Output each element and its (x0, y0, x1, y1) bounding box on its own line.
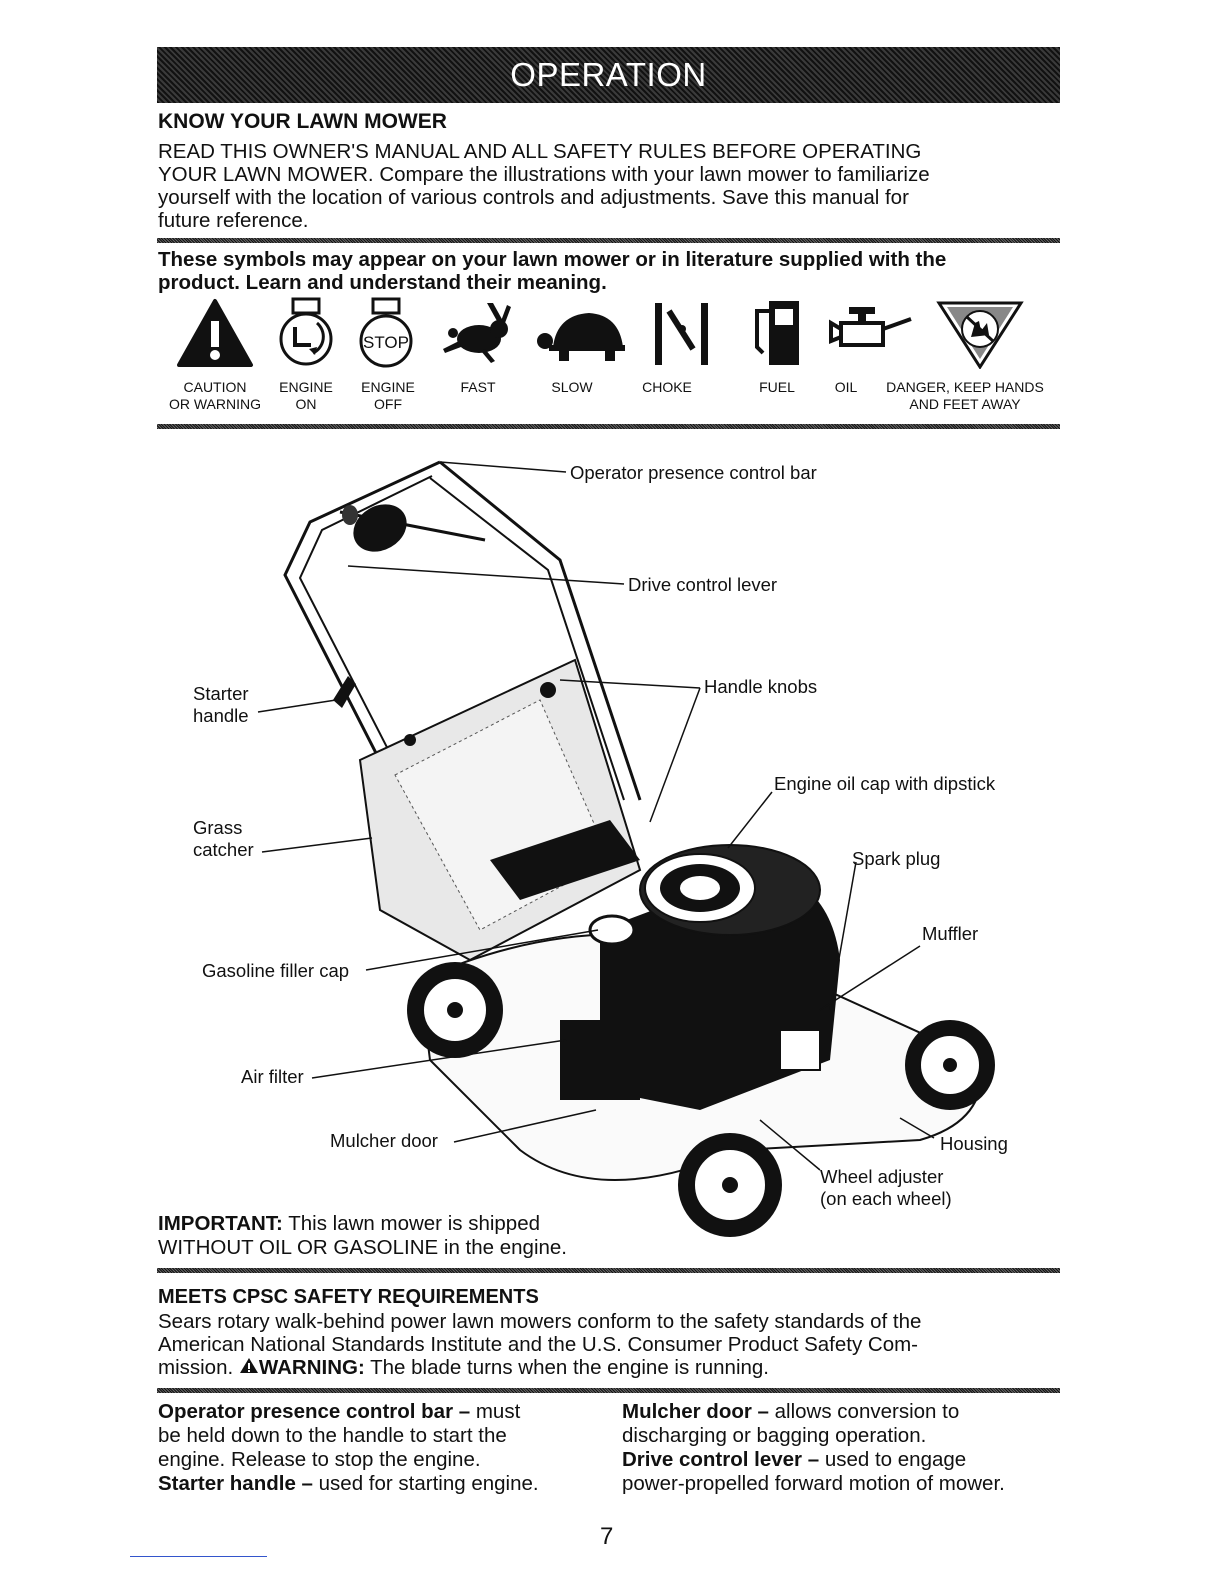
symbol-label-oil: OIL (834, 379, 858, 395)
symbol-label-line: ENGINE (279, 379, 333, 395)
definitions-left: Operator presence control bar – must be … (158, 1400, 608, 1496)
symbol-label-choke: CHOKE (642, 379, 692, 395)
important-text: This lawn mower is shipped (282, 1212, 541, 1235)
keep-hands-away-icon (936, 301, 1024, 369)
warning-triangle-icon (239, 1358, 258, 1373)
callout-mulcher-door: Mulcher door (330, 1130, 438, 1151)
definition-text: discharging or bagging operation. (622, 1424, 927, 1447)
callout-muffler: Muffler (922, 923, 979, 944)
definition-text: engine. Release to stop the engine. (158, 1448, 481, 1471)
symbol-label-line: OFF (374, 396, 402, 412)
know-paragraph: READ THIS OWNER'S MANUAL AND ALL SAFETY … (158, 140, 1058, 232)
important-label: IMPORTANT: (158, 1212, 283, 1235)
know-line: future reference. (158, 209, 309, 232)
turtle-icon (537, 313, 625, 361)
oil-can-icon (829, 307, 912, 347)
rabbit-icon (443, 303, 511, 363)
symbol-label-fuel: FUEL (759, 379, 795, 395)
divider (157, 1268, 1060, 1273)
divider (157, 238, 1060, 243)
symbol-label-line: CAUTION (183, 379, 247, 395)
symbol-label-line: AND FEET AWAY (909, 396, 1021, 412)
stop-text: STOP (363, 333, 409, 352)
definition-term: Operator presence control bar – (158, 1400, 471, 1423)
callout-air-filter: Air filter (241, 1066, 304, 1087)
symbols-intro: These symbols may appear on your lawn mo… (158, 248, 1058, 294)
symbol-label-keep-hands-away: DANGER, KEEP HANDS AND FEET AWAY (869, 379, 1061, 413)
footer-line (130, 1556, 267, 1557)
lawn-mower-illustration (257, 460, 995, 1237)
cpsc-heading: MEETS CPSC SAFETY REQUIREMENTS (158, 1286, 539, 1308)
symbol-label-engine-off: ENGINE OFF (351, 379, 425, 413)
symbols-intro-line: These symbols may appear on your lawn mo… (158, 248, 947, 271)
section-banner: OPERATION (157, 47, 1060, 103)
divider (157, 1388, 1060, 1393)
definition-text: used to engage (819, 1448, 967, 1471)
callout-line: (on each wheel) (820, 1188, 952, 1209)
page-number: 7 (600, 1523, 614, 1550)
callout-housing: Housing (940, 1133, 1008, 1154)
cpsc-line: Sears rotary walk-behind power lawn mowe… (158, 1310, 922, 1333)
important-text-line2: WITHOUT OIL OR GASOLINE in the engine. (158, 1236, 567, 1259)
know-line: yourself with the location of various co… (158, 186, 909, 209)
know-heading: KNOW YOUR LAWN MOWER (158, 110, 447, 133)
symbol-label-line: DANGER, KEEP HANDS (886, 379, 1044, 395)
callout-spark-plug: Spark plug (852, 848, 941, 869)
important-note: IMPORTANT: This lawn mower is shipped WI… (158, 1212, 567, 1260)
cpsc-line: American National Standards Institute an… (158, 1333, 919, 1356)
fuel-pump-icon (755, 301, 799, 365)
divider (157, 424, 1060, 429)
callout-line: handle (193, 705, 249, 726)
cpsc-text: mission. (158, 1356, 239, 1379)
symbol-label-engine-on: ENGINE ON (269, 379, 343, 413)
cpsc-text: The blade turns when the engine is runni… (364, 1356, 770, 1379)
cpsc-paragraph: Sears rotary walk-behind power lawn mowe… (158, 1310, 1058, 1379)
callout-wheel-adjuster: Wheel adjuster (on each wheel) (820, 1166, 952, 1210)
callout-line: Starter (193, 683, 249, 704)
know-line: READ THIS OWNER'S MANUAL AND ALL SAFETY … (158, 140, 922, 163)
callout-gas-cap: Gasoline filler cap (202, 960, 350, 981)
definition-text: allows conversion to (768, 1400, 960, 1423)
symbol-label-caution: CAUTION OR WARNING (155, 379, 275, 413)
definition-term: Drive control lever – (622, 1448, 820, 1471)
callout-operator-bar: Operator presence control bar (570, 462, 817, 483)
know-line: YOUR LAWN MOWER. Compare the illustratio… (158, 163, 930, 186)
callout-oil-cap: Engine oil cap with dipstick (774, 773, 996, 794)
callout-handle-knobs: Handle knobs (704, 676, 818, 697)
definition-term: Starter handle – (158, 1472, 313, 1495)
caution-triangle-icon (177, 299, 253, 367)
callout-drive-lever: Drive control lever (628, 574, 778, 595)
engine-off-icon: STOP (359, 297, 413, 368)
choke-icon (655, 303, 708, 365)
warning-label: WARNING: (258, 1356, 365, 1379)
section-title: OPERATION (510, 56, 707, 93)
symbol-label-line: ON (295, 396, 317, 412)
definitions-right: Mulcher door – allows conversion to disc… (622, 1400, 1062, 1496)
symbols-row: STOP CAU (157, 297, 1060, 412)
symbol-label-slow: SLOW (551, 379, 593, 395)
callout-starter-handle: Starter handle (193, 683, 249, 727)
symbol-label-line: OR WARNING (168, 396, 262, 412)
definition-term: Mulcher door – (622, 1400, 769, 1423)
callout-grass-catcher: Grass catcher (193, 817, 254, 861)
engine-on-icon (279, 297, 333, 366)
symbols-intro-line: product. Learn and understand their mean… (158, 271, 607, 294)
callout-line: catcher (193, 839, 254, 860)
callout-line: Grass (193, 817, 243, 838)
callout-line: Wheel adjuster (820, 1166, 944, 1187)
definition-text: be held down to the handle to start the (158, 1424, 507, 1447)
definition-text: used for starting engine. (312, 1472, 539, 1495)
definition-text: must (470, 1400, 521, 1423)
symbol-label-fast: FAST (460, 379, 496, 395)
definition-text: power-propelled forward motion of mower. (622, 1472, 1005, 1495)
symbol-label-line: ENGINE (361, 379, 415, 395)
cpsc-line: mission. WARNING: The blade turns when t… (158, 1356, 1058, 1379)
